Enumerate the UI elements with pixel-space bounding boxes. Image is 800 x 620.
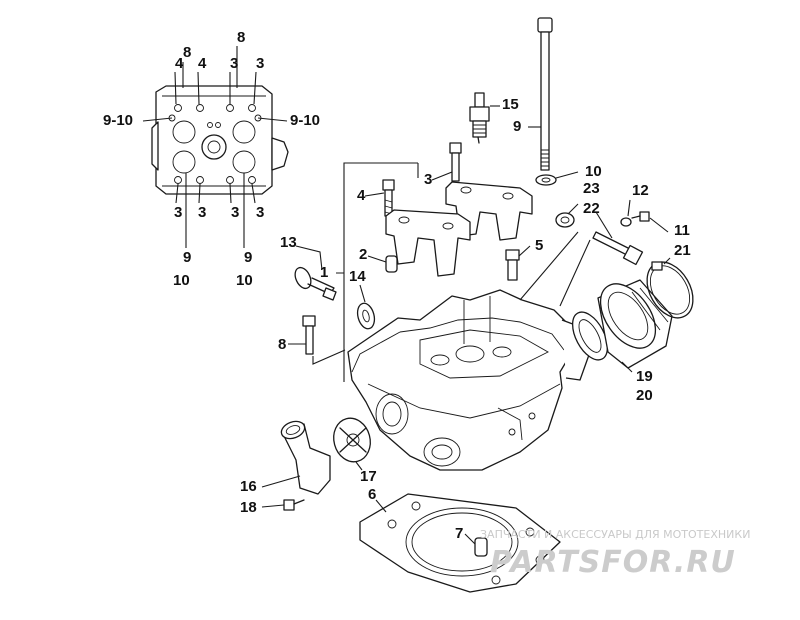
washer-small [620, 199, 632, 227]
head-bolt-short [288, 315, 346, 365]
screw-small [631, 211, 669, 233]
head-stud [528, 17, 553, 171]
callout-4-b: 4 [198, 55, 207, 72]
callout-11: 11 [674, 222, 690, 239]
hose-clamp [646, 257, 694, 319]
callout-6: 6 [368, 486, 376, 503]
callout-5: 5 [535, 237, 543, 254]
callout-10-c: 10 [585, 163, 602, 180]
spacer-ring [555, 203, 579, 228]
valve-seal [356, 284, 376, 330]
callout-15: 15 [502, 96, 519, 113]
callout-18: 18 [240, 499, 257, 516]
gasket-dowel [464, 533, 488, 557]
callout-21: 21 [674, 242, 691, 259]
callout-3-e: 3 [231, 204, 239, 221]
callout-17: 17 [360, 468, 377, 485]
head-top-view-inset [142, 46, 289, 248]
callout-20: 20 [636, 387, 653, 404]
callout-8-b: 8 [237, 29, 245, 46]
camshaft-cap-front [385, 209, 471, 277]
callout-910-b: 9-10 [290, 112, 320, 129]
callout-9-a: 9 [183, 249, 191, 266]
callout-12: 12 [632, 182, 649, 199]
callout-22: 22 [583, 200, 600, 217]
callout-1: 1 [320, 264, 328, 281]
cam-cap-bolt [364, 179, 395, 217]
callout-8-a: 8 [183, 44, 191, 61]
callout-3-d: 3 [198, 204, 206, 221]
head-gasket [359, 493, 561, 593]
callout-16: 16 [240, 478, 257, 495]
intake-leaders [519, 231, 591, 307]
group-bracket-1 [336, 162, 419, 382]
callout-7: 7 [455, 525, 463, 542]
callout-3-b: 3 [256, 55, 264, 72]
tensioner-plug [505, 245, 531, 281]
intake-flange [571, 311, 609, 361]
callout-23: 23 [583, 180, 600, 197]
callout-10-a: 10 [173, 272, 190, 289]
callout-10-b: 10 [236, 272, 253, 289]
callout-3-g: 3 [424, 171, 432, 188]
callout-4-a: 4 [175, 55, 184, 72]
cylinder-head [347, 289, 591, 471]
thermostat-housing [261, 420, 331, 495]
watermark-logo: PARTSFOR.RU [490, 545, 736, 580]
callout-910-a: 9-10 [103, 112, 133, 129]
callout-13: 13 [280, 234, 297, 251]
dowel-pin [367, 255, 398, 273]
callout-19: 19 [636, 368, 653, 385]
callout-8-c: 8 [278, 336, 286, 353]
callout-9-b: 9 [244, 249, 252, 266]
watermark: ЗАПЧАСТИ И АКСЕССУАРЫ ДЛЯ МОТОТЕХНИКИ PA… [480, 528, 750, 580]
callout-3-a: 3 [230, 55, 238, 72]
stud-washer [535, 171, 579, 186]
flange-bolt [592, 211, 644, 266]
callout-3-f: 3 [256, 204, 264, 221]
cap-bolt [431, 142, 462, 182]
thermostat [333, 417, 371, 471]
callout-4-c: 4 [357, 187, 366, 204]
spark-plug [469, 92, 500, 144]
watermark-tagline: ЗАПЧАСТИ И АКСЕССУАРЫ ДЛЯ МОТОТЕХНИКИ [480, 528, 750, 541]
callout-3-c: 3 [174, 204, 182, 221]
callout-2: 2 [359, 246, 367, 263]
callout-9-c: 9 [513, 118, 521, 135]
housing-bolt [261, 499, 305, 511]
callout-14: 14 [349, 268, 366, 285]
valve [294, 245, 337, 301]
